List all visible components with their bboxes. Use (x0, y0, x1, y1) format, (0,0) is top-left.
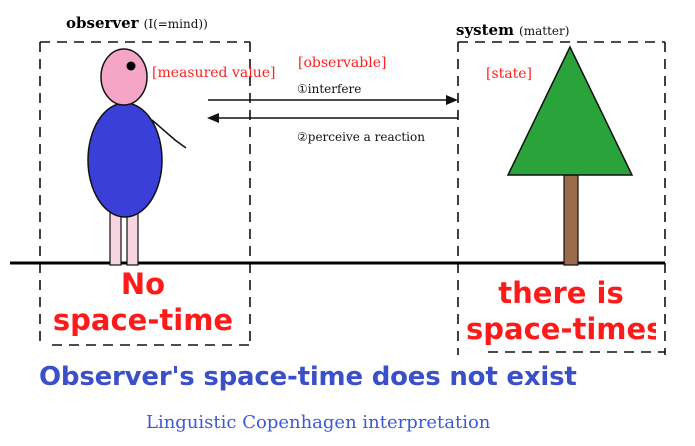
headline: Observer's space-time does not exist (39, 362, 577, 392)
observer-figure (88, 49, 186, 265)
system-title: system (456, 21, 514, 39)
observer-title: observer (66, 14, 139, 32)
system-header: system (matter) (456, 20, 569, 39)
no-space-time-line1: No (48, 266, 238, 302)
observer-subtitle: (I(=mind)) (144, 17, 208, 31)
there-is-line2: space-times (466, 311, 656, 347)
caption: Linguistic Copenhagen interpretation (146, 412, 490, 433)
observable-label: [observable] (298, 55, 386, 71)
observer-body (88, 103, 162, 217)
measured-value-label: [measured value] (152, 65, 275, 81)
system-subtitle: (matter) (519, 24, 569, 38)
tree-trunk (564, 175, 578, 265)
there-is-space-times-statement: there is space-times (466, 275, 656, 347)
observer-header: observer (I(=mind)) (66, 13, 208, 32)
interfere-arrow (208, 95, 458, 105)
there-is-line1: there is (466, 275, 656, 311)
perceive-label: ②perceive a reaction (297, 130, 425, 144)
perceive-arrow (207, 113, 458, 123)
no-space-time-line2: space-time (48, 302, 238, 338)
interfere-label: ①interfere (297, 82, 361, 96)
observer-eye (127, 62, 136, 71)
no-space-time-statement: No space-time (48, 266, 238, 338)
state-label: [state] (486, 66, 532, 82)
observer-head (101, 49, 147, 105)
